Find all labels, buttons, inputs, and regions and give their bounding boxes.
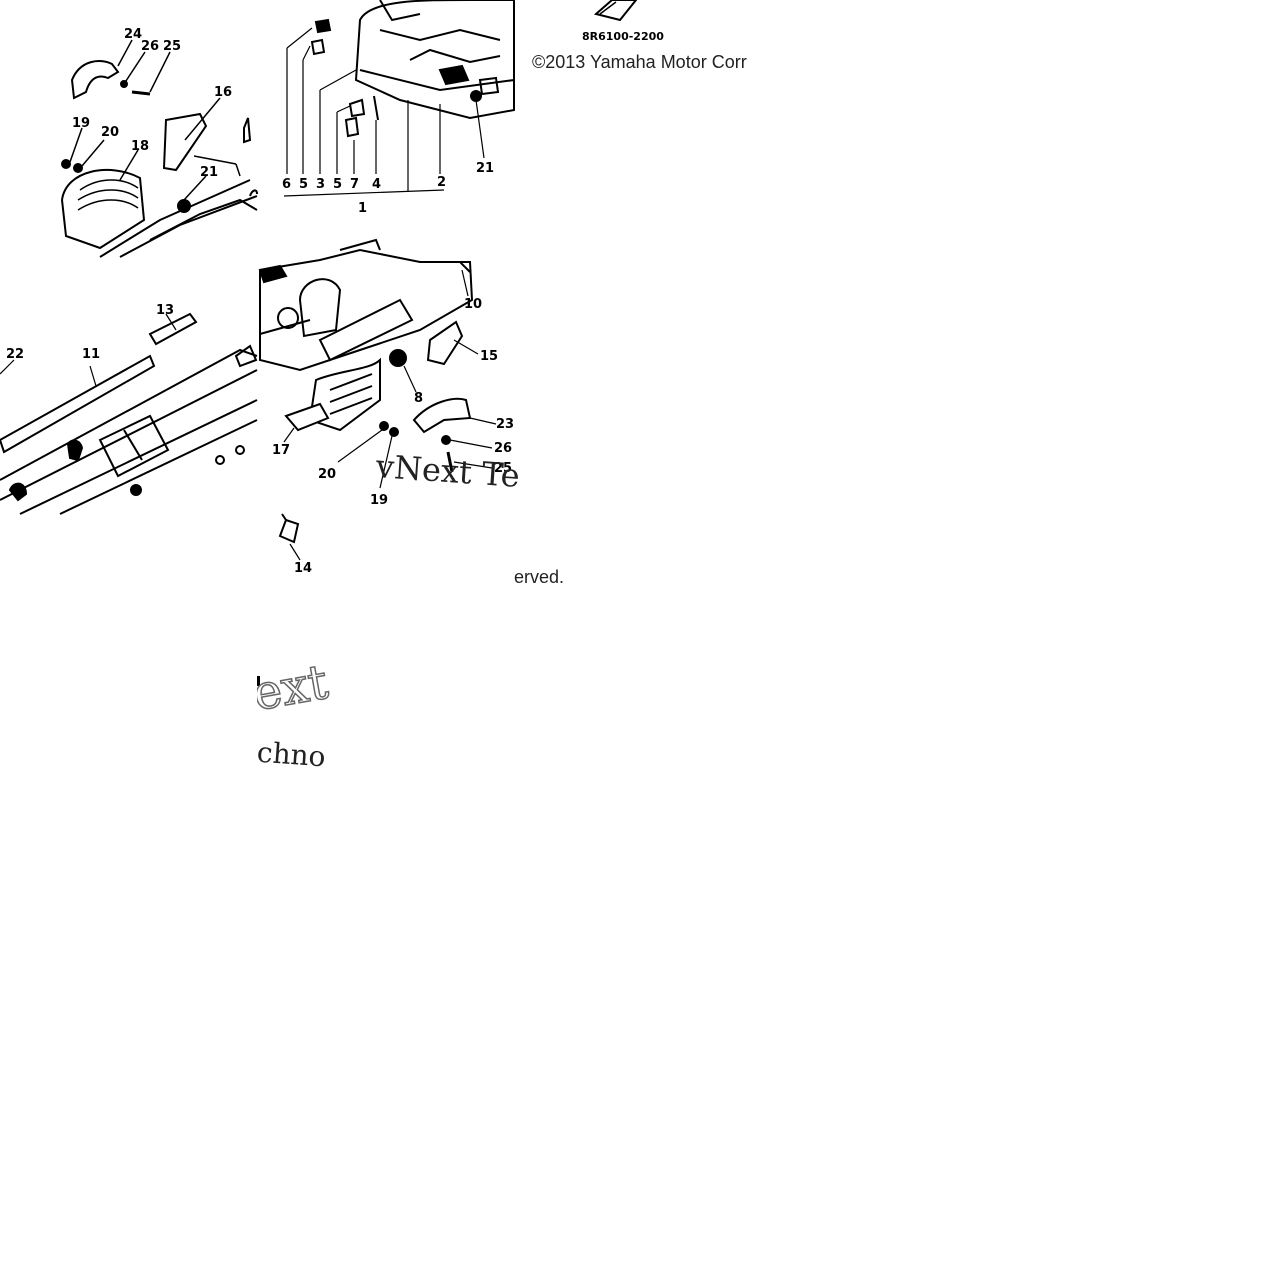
callout-19: 19 — [72, 116, 90, 131]
watermark-text: vNext Te — [374, 447, 522, 495]
callout-17: 17 — [272, 443, 290, 458]
callouts-top-center: 6 5 3 5 7 4 2 1 21 8R6100-2200 — [282, 30, 664, 216]
callout-21b: 21 — [476, 161, 494, 176]
callout-3: 3 — [316, 177, 325, 192]
callout-1: 1 — [358, 201, 367, 216]
callout-20: 20 — [101, 125, 119, 140]
callout-8: 8 — [414, 391, 423, 406]
callout-2: 2 — [437, 175, 446, 190]
callout-6: 6 — [282, 177, 291, 192]
callout-14: 14 — [294, 561, 312, 576]
watermark-fragment-2: chno — [257, 735, 327, 772]
callouts-center: 10 15 8 23 26 25 17 20 19 14 — [272, 297, 514, 576]
callout-10: 10 — [464, 297, 482, 312]
callouts-left: 22 11 13 — [6, 303, 174, 362]
copyright-tail-text: erved. — [514, 567, 565, 587]
callout-21: 21 — [200, 165, 218, 180]
callout-25: 25 — [163, 39, 181, 54]
callout-19b: 19 — [370, 493, 388, 508]
callout-5: 5 — [299, 177, 308, 192]
callout-18: 18 — [131, 139, 149, 154]
callout-13: 13 — [156, 303, 174, 318]
watermark-tile-main: vNext Te — [370, 440, 590, 520]
callout-23: 23 — [496, 417, 514, 432]
callout-24: 24 — [124, 27, 142, 42]
callout-15: 15 — [480, 349, 498, 364]
callout-20b: 20 — [318, 467, 336, 482]
callouts-top-left: 24 26 25 16 19 20 18 21 — [72, 27, 232, 180]
callout-7: 7 — [350, 177, 359, 192]
callout-4: 4 — [372, 177, 381, 192]
drawing-code: 8R6100-2200 — [582, 30, 664, 43]
callout-5b: 5 — [333, 177, 342, 192]
tile-top-left — [60, 39, 258, 258]
tile-top-center — [283, 0, 638, 197]
tile-center — [258, 238, 497, 561]
callout-25b: 25 — [494, 461, 512, 476]
watermark-tile-lower: ext chno — [257, 660, 332, 772]
watermark-fragment-1: ext — [257, 660, 332, 723]
fragment-mark — [257, 676, 260, 686]
tile-left — [0, 312, 258, 515]
callout-26b: 26 — [494, 441, 512, 456]
callout-26: 26 — [141, 39, 159, 54]
copyright-text: ©2013 Yamaha Motor Corr — [532, 52, 747, 72]
callout-22: 22 — [6, 347, 24, 362]
callout-16: 16 — [214, 85, 232, 100]
callout-11: 11 — [82, 347, 100, 362]
